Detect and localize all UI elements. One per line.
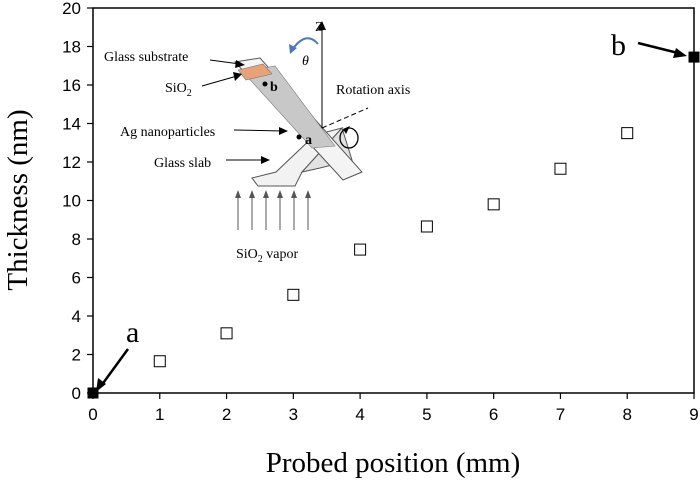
y-tick-label: 8	[72, 230, 81, 249]
ag-nanoparticles-pointer-head	[279, 127, 288, 135]
plot-frame	[92, 7, 695, 394]
y-tick-label: 14	[62, 115, 81, 134]
y-tick-label: 4	[72, 307, 81, 326]
theta-arrowhead-icon	[289, 44, 297, 54]
x-tick-label: 8	[622, 405, 631, 424]
glass-substrate-pointer-head	[235, 60, 245, 68]
rotation-arrowhead-icon	[343, 126, 350, 134]
sio2-label: SiO2	[165, 81, 192, 99]
glass-slab-pointer-head	[261, 156, 270, 164]
x-axis-title: Probed position (mm)	[266, 447, 521, 479]
callout-a-arrowhead	[96, 378, 106, 392]
sample-point-b-label: b	[270, 80, 278, 95]
callout-b-arrowhead	[673, 48, 687, 58]
z-axis-arrowhead	[318, 21, 326, 30]
y-tick-label: 10	[62, 192, 81, 211]
x-tick-label: 0	[88, 405, 97, 424]
y-axis-ticks: 0 2 4 6 8 10 12 14 16 18 20	[62, 0, 93, 403]
open-square-marker	[621, 127, 634, 140]
ag-nanoparticles-pointer	[233, 129, 284, 132]
open-square-marker	[153, 355, 166, 368]
x-axis-ticks: 0 1 2 3 4 5 6 7 8 9	[88, 393, 699, 424]
sio2-pointer	[201, 75, 238, 87]
vapor-arrow-head	[291, 190, 297, 198]
callout-b-arrow	[637, 41, 679, 55]
glass-substrate-label: Glass substrate	[104, 50, 188, 65]
open-square-marker	[487, 198, 500, 211]
open-square-marker	[420, 220, 433, 233]
y-axis-title: Thickness (nm)	[2, 109, 34, 290]
sio2-pointer-head	[233, 72, 242, 81]
sample-point-b	[262, 81, 268, 87]
callout-b-label: b	[611, 29, 626, 62]
sample-point-a	[296, 134, 302, 140]
vapor-arrow-head	[277, 190, 283, 198]
x-tick-label: 1	[155, 405, 164, 424]
x-tick-label: 6	[489, 405, 498, 424]
vapor-arrows-icon	[235, 190, 311, 230]
open-square-marker	[220, 327, 233, 340]
vapor-arrow-head	[235, 190, 241, 198]
open-square-marker	[554, 162, 567, 175]
deposition-schematic: b a Z θ Rotation axis Glass substrate Si…	[104, 20, 410, 265]
x-tick-label: 2	[222, 405, 231, 424]
x-tick-label: 3	[289, 405, 298, 424]
y-tick-label: 18	[62, 38, 81, 57]
y-tick-label: 20	[62, 0, 81, 18]
x-tick-label: 7	[556, 405, 565, 424]
filled-square-marker	[87, 387, 99, 399]
sample-point-a-label: a	[305, 133, 312, 148]
open-square-marker	[287, 288, 300, 301]
vapor-arrow-head	[263, 190, 269, 198]
sio2-vapor-label: SiO2 vapor	[236, 247, 299, 265]
x-tick-label: 9	[689, 405, 698, 424]
x-tick-label: 4	[355, 405, 364, 424]
filled-square-marker	[688, 51, 700, 63]
vapor-arrow-head	[305, 190, 311, 198]
x-tick-label: 5	[422, 405, 431, 424]
glass-substrate-pointer	[209, 59, 241, 65]
y-tick-label: 2	[72, 346, 81, 365]
y-tick-label: 12	[62, 153, 81, 172]
rotation-axis-line	[321, 107, 369, 129]
data-markers	[87, 51, 700, 399]
callout-a-arrow	[99, 348, 130, 387]
y-tick-label: 16	[62, 76, 81, 95]
sio2-layer	[237, 63, 273, 81]
rotation-axis-label: Rotation axis	[336, 83, 410, 98]
ag-nanoparticles-label: Ag nanoparticles	[120, 125, 215, 140]
glass-slab-label: Glass slab	[154, 156, 211, 171]
ag-nanoparticle-layer	[242, 65, 336, 149]
z-axis-label: Z	[315, 20, 324, 35]
vapor-arrow-head	[249, 190, 255, 198]
open-square-marker	[354, 243, 367, 256]
callout-a-label: a	[126, 316, 139, 349]
y-tick-label: 6	[72, 269, 81, 288]
theta-label: θ	[302, 54, 309, 69]
y-tick-label: 0	[72, 384, 81, 403]
